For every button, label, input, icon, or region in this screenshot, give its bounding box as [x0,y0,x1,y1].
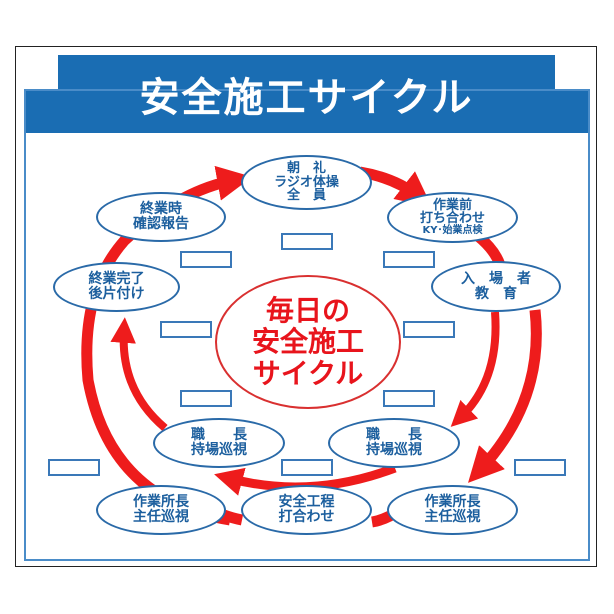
blank-slot[interactable] [48,459,100,476]
node-safety-process-meeting: 安全工程 打合わせ [241,485,372,535]
blank-slot[interactable] [180,390,232,407]
node-label: 作業所長 [133,494,189,511]
node-label: 教 育 [475,285,517,302]
node-label: 職 長 [366,427,422,444]
node-new-worker-education: 入 場 者 教 育 [431,261,561,312]
node-label: 後片付け [88,286,145,302]
blank-slot[interactable] [383,390,435,407]
node-label: 作業所長 [424,494,481,511]
node-foreman-patrol-left: 職 長 持場巡視 [153,418,285,468]
node-label: 主任巡視 [424,509,481,525]
blank-slot[interactable] [160,321,212,338]
node-label: KY･始業点検 [422,224,483,236]
center-line: 安全施工 [251,325,364,359]
blank-slot[interactable] [403,321,455,338]
blank-slot[interactable] [514,459,566,476]
center-caption: 毎日の 安全施工 サイクル [215,275,401,409]
node-label: 打ち合わせ [419,211,485,227]
page-title: 安全施工サイクル [139,75,474,121]
node-label: 入 場 者 [461,270,531,287]
node-label: 終業完了 [88,271,145,288]
node-label: 朝 礼 [286,161,326,177]
blank-slot[interactable] [281,233,333,250]
node-end-of-work-report: 終業時 確認報告 [96,192,226,242]
blank-slot[interactable] [180,251,232,268]
inner-arc-left [110,317,168,432]
node-label: 安全工程 [278,494,335,511]
node-label: 全 員 [286,188,326,204]
node-site-manager-patrol-left: 作業所長 主任巡視 [96,485,226,535]
header-band [24,89,590,133]
node-label: 主任巡視 [133,509,189,525]
inner-frame [24,89,590,561]
node-label: 終業時 [140,201,182,218]
center-line: 毎日の [265,293,350,327]
node-work-completion-cleanup: 終業完了 後片付け [53,262,180,312]
node-site-manager-patrol-right: 作業所長 主任巡視 [387,485,518,535]
node-morning-assembly: 朝 礼 ラジオ体操 全 員 [241,155,372,210]
center-line: サイクル [252,356,364,390]
header-tab [58,55,555,95]
node-label: 確認報告 [133,216,189,232]
node-label: 作業前 [432,197,472,213]
node-label: 打合わせ [278,509,335,525]
node-pre-work-meeting: 作業前 打ち合わせ KY･始業点検 [387,192,518,243]
node-label: 職 長 [191,427,247,444]
node-label: 持場巡視 [366,442,422,458]
node-label: ラジオ体操 [274,174,339,190]
blank-slot[interactable] [383,251,435,268]
node-label: 持場巡視 [191,442,247,458]
inner-arc-right [450,311,500,427]
blank-slot[interactable] [281,459,333,476]
node-foreman-patrol-right: 職 長 持場巡視 [328,418,460,468]
